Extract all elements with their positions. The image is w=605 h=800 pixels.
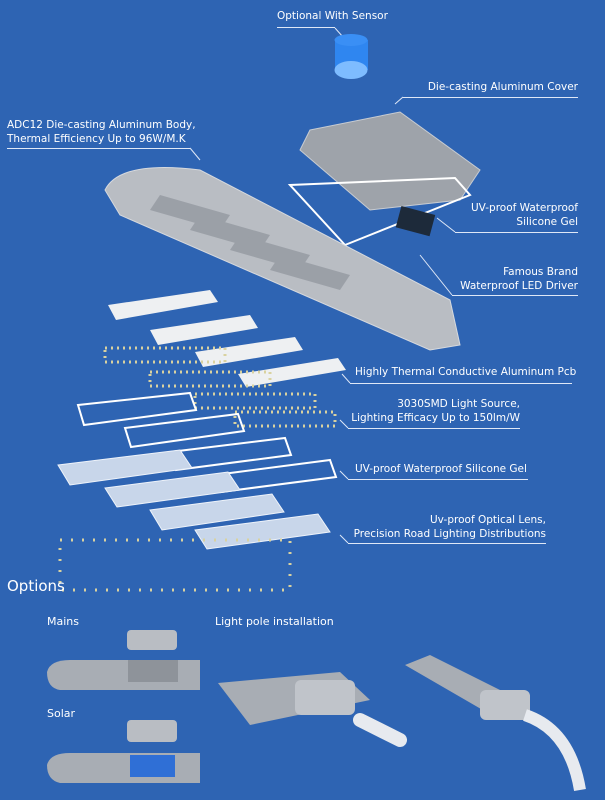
- callout-gel-top-line1: UV-proof Waterproof: [470, 202, 578, 214]
- smd-chips: [103, 346, 337, 428]
- callout-smd-line2: Lighting Efficacy Up to 150lm/W: [351, 412, 520, 424]
- underline: [7, 148, 190, 149]
- options-heading: Options: [7, 577, 65, 595]
- callout-gel-top-line2: Silicone Gel: [516, 216, 578, 228]
- optical-lenses: [57, 449, 331, 550]
- callout-lens-line1: Uv-proof Optical Lens,: [429, 514, 546, 526]
- option-mains-label: Mains: [47, 615, 79, 628]
- callout-cover: Die-casting Aluminum Cover: [427, 81, 578, 93]
- callout-pcb: Highly Thermal Conductive Aluminum Pcb: [355, 366, 577, 378]
- callout-gel-bottom: UV-proof Waterproof Silicone Gel: [355, 463, 527, 475]
- underline: [277, 27, 335, 28]
- underline: [350, 383, 572, 384]
- callout-sensor: Optional With Sensor: [277, 10, 388, 22]
- solar-option-illustration: [47, 720, 200, 783]
- option-solar-label: Solar: [47, 707, 76, 720]
- aluminum-cover: [299, 111, 481, 211]
- callout-lens-line2: Precision Road Lighting Distributions: [353, 528, 546, 540]
- underline: [348, 543, 546, 544]
- led-driver: [395, 205, 436, 237]
- callout-body-line1: ADC12 Die-casting Aluminum Body,: [7, 119, 196, 131]
- aluminum-pcbs: [108, 290, 346, 387]
- callout-driver-line1: Famous Brand: [503, 266, 578, 278]
- pole-install-illustration-2: [405, 655, 586, 792]
- underline: [348, 479, 528, 480]
- callout-driver-line2: Waterproof LED Driver: [460, 280, 578, 292]
- callout-body-line2: Thermal Efficiency Up to 96W/M.K: [7, 133, 186, 145]
- screws: [58, 538, 292, 592]
- callout-smd-line1: 3030SMD Light Source,: [397, 398, 520, 410]
- underline: [455, 232, 578, 233]
- sensor-cylinder: [334, 34, 368, 79]
- option-pole-label: Light pole installation: [215, 615, 334, 628]
- mains-option-illustration: [47, 630, 200, 690]
- underline: [403, 97, 578, 98]
- pole-install-illustration-1: [218, 672, 407, 747]
- underline: [348, 428, 520, 429]
- cover-gasket: [287, 176, 472, 247]
- leader-lines: [189, 27, 456, 544]
- underline: [452, 295, 578, 296]
